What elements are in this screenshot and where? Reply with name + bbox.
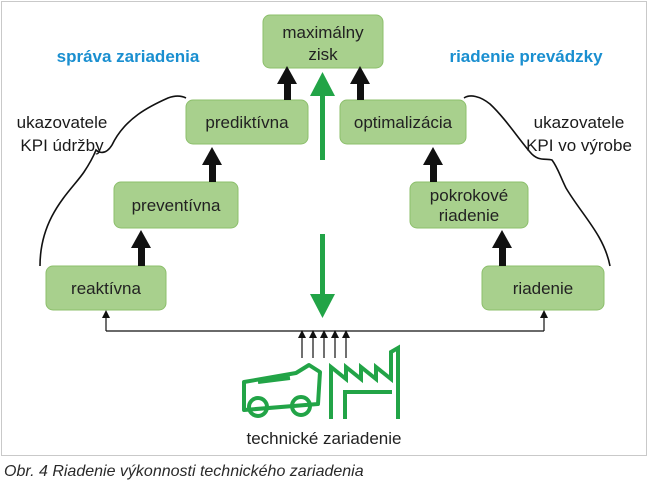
arrow-advanced-to-optimization [423,147,443,182]
green-arrow-down [310,234,335,318]
box-reactive-label: reaktívna [71,279,141,298]
box-control-label: riadenie [513,279,574,298]
vehicle-icon [242,363,322,418]
right-brace [463,95,611,267]
arrow-predictive-to-top [277,66,297,100]
green-arrow-up [310,72,335,160]
kpi-maintenance-label-line2: KPI údržby [20,136,104,155]
black-arrows [131,66,512,266]
performance-diagram: správa zariadenia riadenie prevádzky uka… [17,14,632,448]
box-optimization: optimalizácia [339,99,467,145]
arrow-optimization-to-top [350,66,370,100]
arrow-reactive-to-preventive [131,230,151,266]
heading-right: riadenie prevádzky [449,47,603,66]
factory-icon [329,344,400,419]
feedback-line [102,310,548,332]
equipment-signal-arrows [298,330,350,358]
kpi-production-label-line2: KPI vo výrobe [526,136,632,155]
kpi-production-label-line1: ukazovatele [534,113,625,132]
box-preventive-label: preventívna [132,196,221,215]
box-reactive: reaktívna [45,265,167,311]
figure-caption: Obr. 4 Riadenie výkonnosti technického z… [4,463,364,480]
left-brace [39,95,187,267]
box-max-profit-line1: maximálny [282,23,364,42]
technical-equipment-label: technické zariadenie [247,429,402,448]
green-arrows [310,72,335,318]
box-preventive: preventívna [113,181,239,229]
heading-left: správa zariadenia [57,47,200,66]
box-predictive-label: prediktívna [205,113,289,132]
arrow-preventive-to-predictive [202,147,222,182]
kpi-maintenance-label-line1: ukazovatele [17,113,108,132]
box-advanced-control: pokrokové riadenie [409,181,529,229]
box-optimization-label: optimalizácia [354,113,453,132]
box-advanced-line1: pokrokové [430,186,508,205]
arrow-control-to-advanced [492,230,512,266]
box-control: riadenie [481,265,605,311]
diagram-frame [1,1,647,456]
box-max-profit: maximálny zisk [262,14,384,69]
box-advanced-line2: riadenie [439,206,500,225]
box-predictive: prediktívna [185,99,309,145]
box-max-profit-line2: zisk [308,45,338,64]
